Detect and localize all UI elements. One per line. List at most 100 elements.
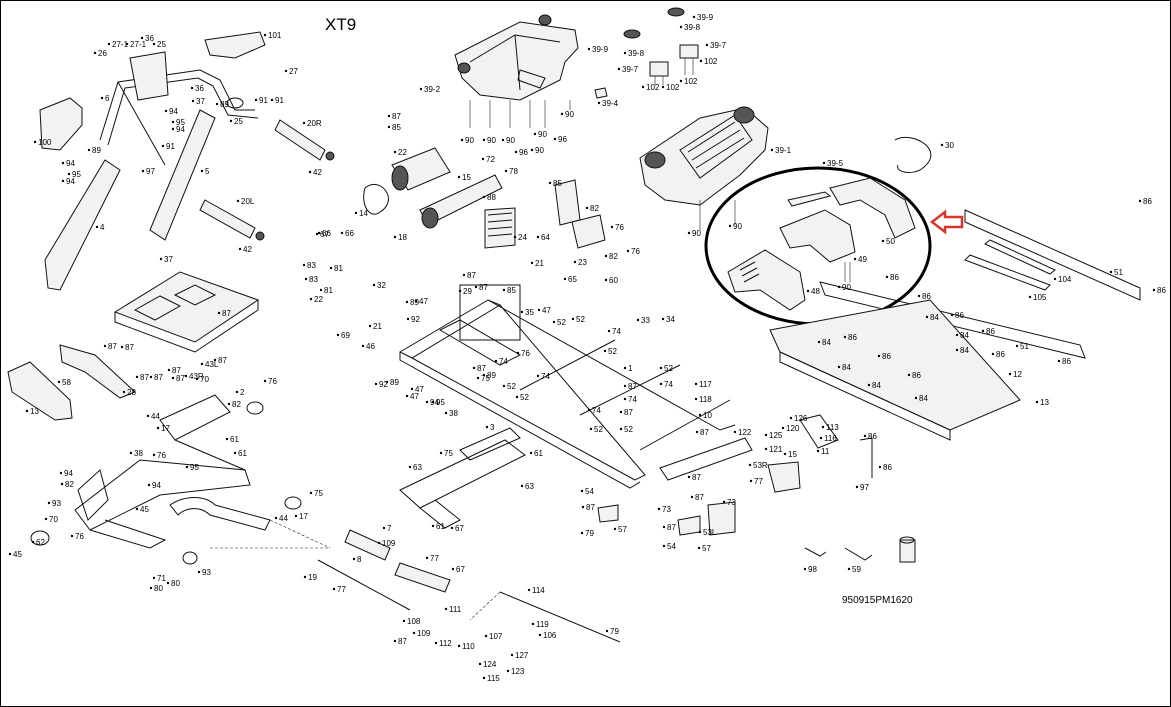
part-number-label: 90 [733, 222, 742, 231]
leader-dot [837, 285, 841, 289]
leader-dot [329, 266, 333, 270]
leader-dot [382, 526, 386, 530]
leader-dot [302, 263, 306, 267]
part-number-label: 61 [436, 522, 445, 531]
leader-dot [152, 453, 156, 457]
part-number-label: 102 [666, 83, 680, 92]
part-number-label: 22 [398, 148, 407, 157]
part-number-label: 67 [455, 524, 464, 533]
leader-dot [694, 382, 698, 386]
leader-dot [610, 225, 614, 229]
leader-dot [585, 206, 589, 210]
leader-dot [103, 344, 107, 348]
leader-dot [120, 345, 124, 349]
part-number-label: 82 [590, 204, 599, 213]
leader-dot [414, 299, 418, 303]
part-number-label: 47 [415, 385, 424, 394]
leader-dot [878, 465, 882, 469]
console-knobs [594, 7, 699, 99]
part-number-label: 126 [794, 414, 808, 423]
leader-dot [215, 102, 219, 106]
leader-dot [789, 416, 793, 420]
part-number-label: 95 [72, 170, 81, 179]
leader-dot [514, 150, 518, 154]
leader-dot [263, 379, 267, 383]
leader-dot [597, 101, 601, 105]
leader-dot [581, 505, 585, 509]
side-covers [7, 344, 136, 421]
part-number-label: 43R [189, 372, 204, 381]
leader-dot [806, 289, 810, 293]
part-number-label: 30 [945, 141, 954, 150]
part-number-label: 86 [1157, 286, 1166, 295]
part-number-label: 57 [702, 544, 711, 553]
leader-dot [641, 85, 645, 89]
leader-dot [531, 622, 535, 626]
base-frame [30, 394, 331, 565]
incline-tubes [317, 529, 621, 643]
part-number-label: 17 [161, 424, 170, 433]
part-number-label: 76 [521, 349, 530, 358]
part-number-label: 15 [788, 450, 797, 459]
leader-dot [907, 373, 911, 377]
leader-dot [513, 235, 517, 239]
leader-dot [171, 127, 175, 131]
part-number-label: 44 [279, 514, 288, 523]
part-number-label: 2 [240, 388, 245, 397]
handlebar-assembly [39, 31, 335, 291]
leader-dot [87, 148, 91, 152]
part-number-label: 87 [176, 374, 185, 383]
part-number-label: 87 [624, 408, 633, 417]
part-number-label: 94 [66, 177, 75, 186]
leader-dot [853, 257, 857, 261]
leader-dot [626, 249, 630, 253]
part-number-label: 37 [164, 255, 173, 264]
part-number-label: 86 [912, 371, 921, 380]
part-number-label: 84 [919, 394, 928, 403]
leader-dot [604, 278, 608, 282]
leader-dot [482, 676, 486, 680]
leader-dot [560, 112, 564, 116]
part-number-label: 39-9 [697, 13, 714, 22]
leader-dot [352, 557, 356, 561]
leader-dot [70, 534, 74, 538]
leader-dot [419, 87, 423, 91]
leader-dot [847, 567, 851, 571]
leader-dot [387, 125, 391, 129]
leader-dot [481, 157, 485, 161]
diagram-title: XT9 [325, 15, 356, 34]
part-number-label: 18 [398, 233, 407, 242]
leader-dot [619, 427, 623, 431]
motor-and-rollers [363, 147, 606, 249]
part-number-label: 52 [520, 393, 529, 402]
part-number-label: 76 [268, 377, 277, 386]
part-number-label: 39-2 [424, 85, 441, 94]
leader-dot [451, 567, 455, 571]
part-number-label: 87 [392, 112, 401, 121]
leader-dot [122, 390, 126, 394]
leader-dot [855, 485, 859, 489]
part-number-label: 74 [664, 380, 673, 389]
leader-dot [607, 329, 611, 333]
leader-dot [617, 67, 621, 71]
leader-dot [571, 317, 575, 321]
part-number-label: 86 [848, 333, 857, 342]
part-number-label: 35 [525, 308, 534, 317]
part-number-label: 25 [234, 117, 243, 126]
leader-dot [783, 452, 787, 456]
part-number-label: 38 [134, 449, 143, 458]
leader-dot [147, 483, 151, 487]
part-number-label: 73 [662, 505, 671, 514]
part-number-label: 39-9 [592, 45, 609, 54]
leader-dot [303, 575, 307, 579]
leader-dot [485, 425, 489, 429]
motor-hood-covers [727, 177, 916, 311]
part-number-label: 45 [13, 550, 22, 559]
part-number-label: 86 [890, 273, 899, 282]
part-number-label: 72 [486, 155, 495, 164]
leader-dot [140, 36, 144, 40]
part-number-label: 92 [411, 315, 420, 324]
part-number-label: 102 [684, 77, 698, 86]
part-number-label: 97 [146, 167, 155, 176]
